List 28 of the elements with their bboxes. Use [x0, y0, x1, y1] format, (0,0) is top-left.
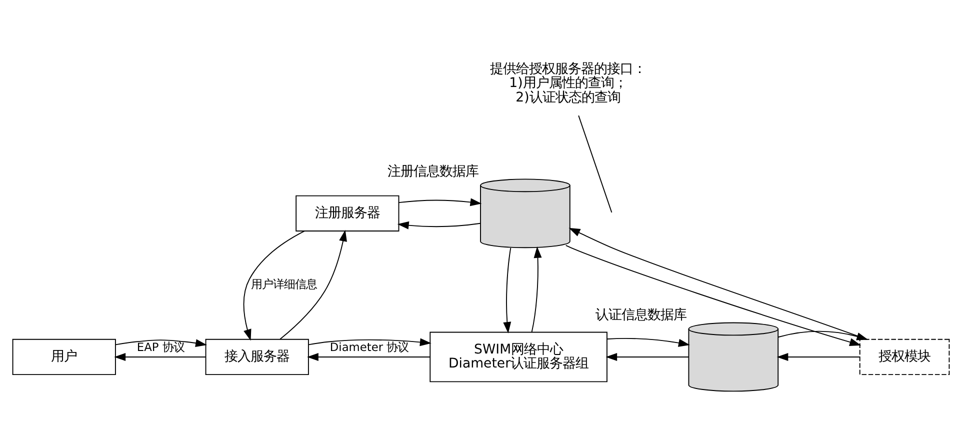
- node-box: 用户: [12, 338, 116, 376]
- connector: [578, 115, 612, 213]
- edge-label: Diameter 协议: [330, 340, 409, 354]
- node-label: 认证信息数据库: [596, 308, 687, 324]
- arrow: [397, 221, 481, 230]
- node-box: 注册服务器: [296, 195, 400, 232]
- arrow: [307, 352, 430, 361]
- arrow: [531, 246, 542, 332]
- arrow: [778, 330, 868, 340]
- edge-label: 用户详细信息: [251, 277, 318, 292]
- arrow: [503, 247, 512, 334]
- arrow: [114, 352, 206, 361]
- node-box: SWIM网络中心 Diameter认证服务器组: [430, 332, 608, 382]
- node-box: 接入服务器: [205, 338, 309, 376]
- node-box: 授权模块: [859, 338, 950, 376]
- arrow: [568, 228, 868, 340]
- edge-label: EAP 协议: [136, 340, 184, 354]
- node-label: 注册信息数据库: [387, 164, 478, 180]
- arrow: [280, 230, 347, 340]
- arrow: [398, 198, 482, 206]
- arrow: [606, 338, 690, 347]
- arrow: [115, 339, 207, 348]
- arrow: [606, 352, 689, 361]
- arrow: [243, 230, 305, 341]
- arrow: [776, 352, 860, 361]
- node-text: 提供给授权服务器的接口： 1)用户属性的查询； 2)认证状态的查询: [490, 62, 646, 106]
- arrow: [565, 245, 862, 346]
- arrow: [308, 338, 432, 346]
